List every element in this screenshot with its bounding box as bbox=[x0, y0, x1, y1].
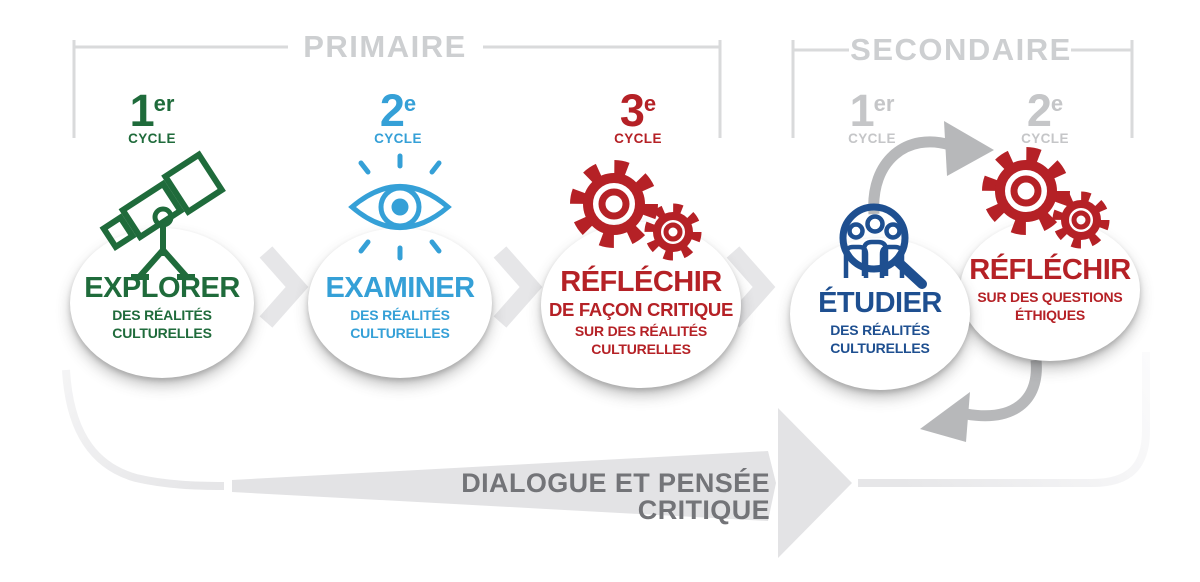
cycle-word: CYCLE bbox=[128, 131, 176, 146]
stage-title: EXPLORER bbox=[84, 271, 240, 304]
stage-subtitle-line: DES RÉALITÉS bbox=[350, 307, 450, 324]
stage-examiner: EXAMINER DES RÉALITÉS CULTURELLES bbox=[308, 228, 492, 378]
stage-subtitle-line: CULTURELLES bbox=[830, 339, 930, 356]
stage-subtitle-line: ÉTHIQUES bbox=[1015, 306, 1085, 323]
stage-subtitle-line: DES RÉALITÉS bbox=[830, 322, 930, 339]
chevron-right-icon bbox=[493, 246, 543, 328]
cycle-number: 2e bbox=[379, 85, 417, 136]
stage-title: RÉFLÉCHIR bbox=[969, 253, 1131, 286]
dialogue-arrow-label: DIALOGUE ET PENSÉE CRITIQUE bbox=[461, 468, 770, 525]
cycle-number: 1er bbox=[129, 85, 175, 136]
stage-etudier: ÉTUDIER DES RÉALITÉS CULTURELLES bbox=[790, 238, 970, 390]
stage-subtitle: DE FAÇON CRITIQUE bbox=[548, 298, 734, 320]
stage-explorer: EXPLORER DES RÉALITÉS CULTURELLES bbox=[70, 228, 254, 378]
secondaire-header: SECONDAIRE bbox=[850, 32, 1072, 67]
stage-subtitle-line: CULTURELLES bbox=[112, 324, 212, 341]
stage-reflechir-ethique: RÉFLÉCHIR SUR DES QUESTIONS ÉTHIQUES bbox=[960, 219, 1140, 361]
dialogue-connector-left bbox=[62, 369, 225, 490]
cycle-label-secondaire-2: 2e CYCLE bbox=[995, 84, 1095, 146]
cycle-number: 3e bbox=[619, 85, 657, 136]
stage-subtitle-line: SUR DES RÉALITÉS bbox=[574, 323, 708, 340]
stage-title: EXAMINER bbox=[325, 271, 475, 304]
cycle-word: CYCLE bbox=[848, 131, 896, 146]
cycle-label-primaire-3: 3e CYCLE bbox=[588, 84, 688, 146]
stage-subtitle-line: DES RÉALITÉS bbox=[112, 307, 212, 324]
cycle-word: CYCLE bbox=[374, 131, 422, 146]
stage-subtitle-line: SUR DES QUESTIONS bbox=[977, 289, 1123, 306]
stage-reflechir-critique: RÉFLÉCHIR DE FAÇON CRITIQUE SUR DES RÉAL… bbox=[541, 222, 741, 388]
stage-subtitle-line: CULTURELLES bbox=[350, 324, 450, 341]
stage-subtitle-line: CULTURELLES bbox=[591, 340, 691, 357]
cycle-number: 2e bbox=[1026, 85, 1064, 136]
primaire-header: PRIMAIRE bbox=[303, 29, 467, 64]
cycle-label-primaire-1: 1er CYCLE bbox=[102, 84, 202, 146]
cycle-number: 1er bbox=[849, 85, 895, 136]
cycle-word: CYCLE bbox=[1021, 131, 1069, 146]
stage-title: ÉTUDIER bbox=[818, 286, 942, 319]
chevron-right-icon bbox=[259, 246, 309, 328]
cycle-label-secondaire-1: 1er CYCLE bbox=[822, 84, 922, 146]
stage-title: RÉFLÉCHIR bbox=[560, 266, 722, 299]
cycle-label-primaire-2: 2e CYCLE bbox=[348, 84, 448, 146]
dialogue-arrow-head bbox=[778, 408, 852, 558]
cycle-word: CYCLE bbox=[614, 131, 662, 146]
